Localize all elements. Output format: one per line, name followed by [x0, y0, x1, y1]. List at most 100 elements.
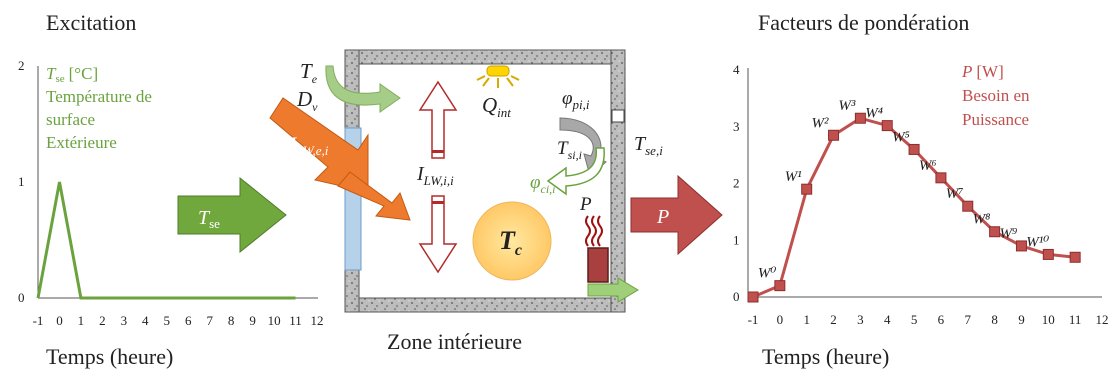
phi-ci-curved-arrow — [546, 147, 605, 196]
left-xtick-label: 0 — [56, 313, 63, 328]
right-xtick-label: 2 — [830, 312, 837, 327]
lw-marker-up — [432, 150, 444, 153]
right-xtick-label: -1 — [748, 312, 759, 327]
left-xtick-label: 6 — [185, 313, 192, 328]
right-data-point — [774, 280, 786, 292]
tse-input-arrow — [177, 176, 287, 254]
right-point-labels: W⁰ W¹ W² W³ W⁴ W⁵ W⁶ W⁷ W⁸ W⁹ W¹⁰ — [758, 98, 1049, 281]
left-ytick-label: 1 — [18, 174, 25, 189]
right-point-label: W⁹ — [999, 226, 1017, 242]
indoor-air-node — [472, 201, 552, 281]
lw-marker-down — [432, 201, 444, 204]
right-point-label: W⁸ — [973, 212, 991, 228]
left-xtick-label: 8 — [228, 313, 235, 328]
right-data-point — [1042, 248, 1054, 260]
right-legend-line-1: Besoin en — [962, 86, 1030, 105]
lamp-icon — [486, 65, 510, 77]
left-title: Excitation — [46, 10, 136, 35]
right-ytick-label: 3 — [733, 119, 740, 134]
left-legend-symbol: Tse[°C] — [46, 64, 98, 85]
right-point-label: W⁷ — [946, 186, 964, 202]
p-arrow-label: P — [656, 206, 669, 228]
right-ytick-label: 2 — [733, 176, 740, 191]
lw-radiation-arrow-up — [418, 80, 458, 159]
right-data-point — [828, 129, 840, 141]
left-legend-line-2: surface — [46, 110, 95, 129]
right-legend-header: P[W] — [961, 62, 1004, 81]
left-legend-line-3: Extérieure — [46, 133, 117, 152]
left-xtick-label: 12 — [311, 313, 324, 328]
lw-radiation-arrow-down — [418, 195, 458, 274]
right-data-point — [935, 172, 947, 184]
right-series-points — [747, 112, 1081, 303]
left-xtick-label: 5 — [164, 313, 171, 328]
right-xtick-label: 12 — [1096, 312, 1109, 327]
dv-label: Dv — [296, 87, 318, 114]
left-xtick-label: 9 — [249, 313, 256, 328]
right-y-ticks: 0 1 2 3 4 — [733, 62, 740, 304]
right-ytick-label: 0 — [733, 289, 740, 304]
phi-ci-label: φci,i — [530, 172, 556, 196]
tse-arrow-label: Tse — [198, 207, 220, 231]
right-point-label: W² — [812, 115, 829, 131]
right-point-label: W¹⁰ — [1026, 234, 1049, 250]
lamp-rays-icon — [476, 75, 520, 88]
right-xtick-label: 10 — [1042, 312, 1055, 327]
right-data-point — [908, 143, 920, 155]
right-xtick-label: 4 — [884, 312, 891, 327]
right-xtick-label: 0 — [777, 312, 784, 327]
right-xtick-label: 9 — [1018, 312, 1025, 327]
left-ytick-label: 0 — [18, 290, 25, 305]
solar-radiation-arrow-outer — [269, 97, 369, 193]
right-legend-line-2: Puissance — [962, 110, 1029, 129]
right-data-point — [962, 200, 974, 212]
heat-waves-icon — [585, 215, 603, 247]
right-point-label: W¹ — [785, 169, 802, 185]
heater-p-label: P — [579, 194, 592, 215]
left-xtick-label: 11 — [289, 313, 302, 328]
ventilation-inlet-arrow — [325, 65, 401, 113]
right-data-point — [1069, 251, 1081, 263]
right-data-point — [747, 291, 759, 303]
right-point-label: W⁶ — [919, 158, 937, 174]
left-xtick-label: 1 — [78, 313, 85, 328]
right-point-label: W⁵ — [892, 129, 910, 145]
right-point-label: W³ — [838, 98, 855, 114]
right-data-point — [854, 112, 866, 124]
right-point-label: W⁴ — [865, 106, 883, 122]
qint-label: Qint — [482, 93, 511, 120]
right-point-label: W⁰ — [758, 266, 777, 282]
right-data-point — [881, 120, 893, 132]
right-xlabel: Temps (heure) — [762, 344, 889, 369]
right-xtick-label: 1 — [803, 312, 810, 327]
right-data-point — [1015, 240, 1027, 252]
ventilation-outlet-arrow — [587, 277, 639, 303]
right-ytick-label: 1 — [733, 232, 740, 247]
left-legend-line-1: Température de — [46, 87, 152, 106]
phi-pi-label: φpi,i — [562, 88, 590, 112]
left-xtick-label: 7 — [206, 313, 213, 328]
te-label: Te — [300, 59, 318, 86]
right-xtick-label: 11 — [1069, 312, 1082, 327]
left-xlabel: Temps (heure) — [46, 344, 173, 369]
left-xtick-label: 4 — [142, 313, 149, 328]
isw-label: ISW,e,i — [289, 134, 329, 158]
solar-radiation-arrow-inner — [337, 171, 411, 221]
tsi-label: Tsi,i — [557, 138, 582, 162]
right-xtick-label: 8 — [991, 312, 998, 327]
right-data-point — [801, 183, 813, 195]
ilw-label: ILW,i,i — [416, 163, 454, 188]
left-xtick-label: 2 — [99, 313, 106, 328]
left-y-ticks: 012 — [18, 58, 25, 305]
right-title: Facteurs de pondération — [758, 10, 969, 35]
left-xtick-label: 10 — [268, 313, 281, 328]
zone-caption: Zone intérieure — [387, 329, 522, 354]
left-xtick-label: 3 — [121, 313, 128, 328]
right-ytick-label: 4 — [733, 62, 740, 77]
p-output-arrow — [630, 174, 723, 256]
